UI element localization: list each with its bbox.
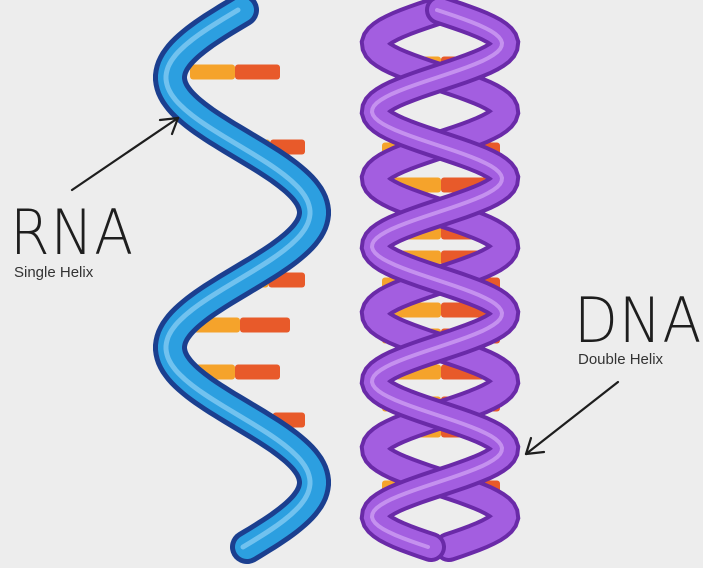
- arrow-to-dna-icon: [526, 382, 618, 454]
- dna-double-helix: [372, 10, 505, 547]
- arrow-to-rna-icon: [72, 118, 178, 190]
- base-pair-left: [190, 65, 235, 80]
- dna-label: DNA: [574, 284, 702, 357]
- rna-subtitle: Single Helix: [14, 264, 93, 281]
- rna-label: RNA: [10, 196, 134, 269]
- base-pair-right: [235, 65, 280, 80]
- dna-subtitle: Double Helix: [578, 351, 663, 368]
- rna-single-helix: [166, 10, 314, 547]
- base-pair-right: [235, 365, 280, 380]
- base-pair-right: [240, 318, 290, 333]
